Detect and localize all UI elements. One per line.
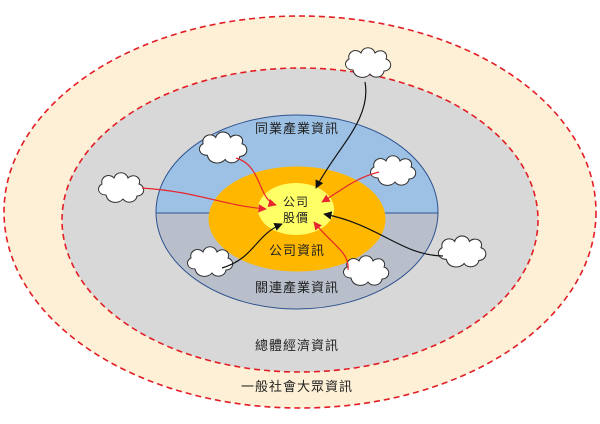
center-label-line2: 股價 <box>283 211 309 225</box>
arrow-icon <box>321 171 380 203</box>
macro-label: 總體經濟資訊 <box>255 338 339 354</box>
arrow-icon <box>141 187 267 213</box>
arrow-icon <box>315 81 367 189</box>
arrow-icon <box>221 222 283 269</box>
outer-label: 一般社會大眾資訊 <box>241 379 353 395</box>
arrow-icon <box>235 157 277 208</box>
peer-label: 同業產業資訊 <box>255 121 339 137</box>
company-label: 公司資訊 <box>269 244 325 259</box>
center-label-line1: 公司 <box>283 195 309 209</box>
related-label: 關連產業資訊 <box>255 280 339 296</box>
arrow-icon <box>323 211 444 257</box>
arrow-icon <box>313 221 349 271</box>
center-ellipse <box>258 183 334 235</box>
